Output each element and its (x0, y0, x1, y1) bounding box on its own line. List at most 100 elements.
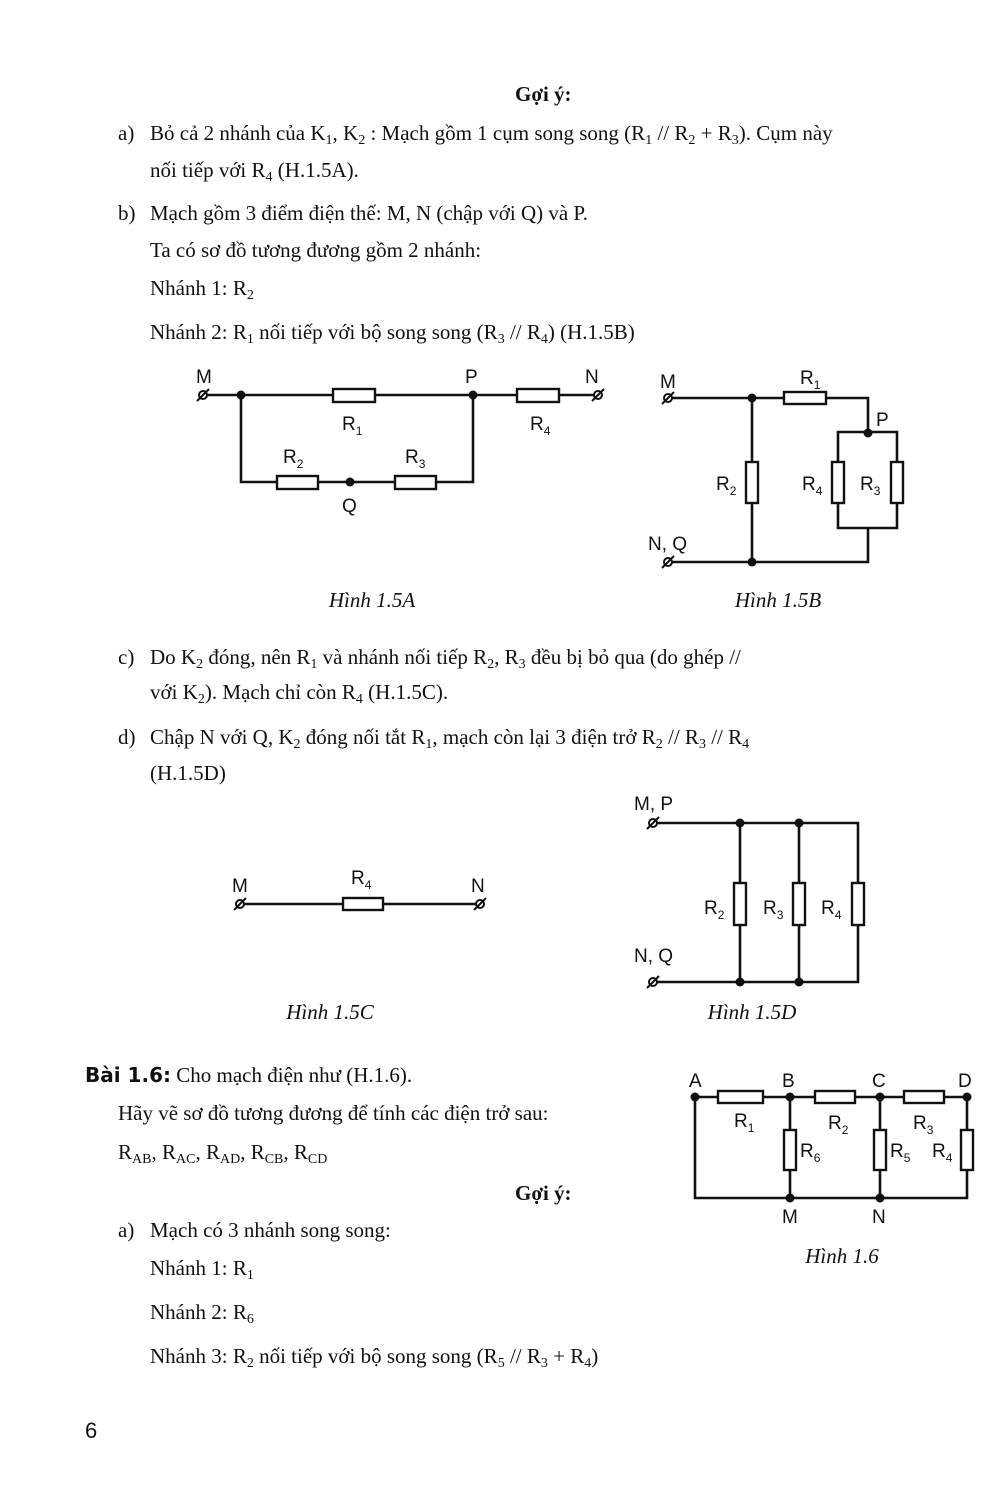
item-b-line2: Ta có sơ đồ tương đương gồm 2 nhánh: (150, 236, 481, 264)
subscript: 1 (425, 737, 433, 752)
item-d-label: d) (118, 725, 136, 749)
label-r4: R4 (932, 1141, 953, 1165)
resistor-r3 (791, 881, 807, 927)
text-run: // R (705, 725, 743, 749)
subscript: 2 (487, 657, 495, 672)
label-m: M (660, 372, 676, 393)
subscript: 2 (293, 737, 301, 752)
text-run: , mạch còn lại 3 điện trở R (432, 725, 656, 749)
label-r1: R1 (800, 368, 821, 392)
text-run: ) (591, 1344, 599, 1368)
text-run: Ta có sơ đồ tương đương gồm 2 nhánh: (150, 238, 482, 262)
exercise-hint-title: Gợi ý: (515, 1181, 572, 1205)
terminal-n-icon (473, 897, 487, 911)
label-r2: R2 (283, 447, 304, 471)
subscript: AB (132, 1152, 152, 1167)
subscript: AC (175, 1152, 196, 1167)
label-c: C (872, 1071, 886, 1092)
label-p: P (876, 410, 889, 431)
text-run: nối tiếp với bộ song song (R (253, 320, 498, 344)
resistor-r3 (889, 460, 905, 505)
text-run: đóng, nên R (203, 645, 311, 669)
terminal-m-icon (233, 897, 247, 911)
text-run: ). Mạch chỉ còn R (204, 680, 356, 704)
text-run: , R (195, 1140, 220, 1164)
label-r2: R2 (704, 898, 725, 922)
resistor-r3 (902, 1089, 946, 1105)
subscript: 1 (246, 1268, 254, 1283)
text-run: // R (504, 1344, 541, 1368)
subscript: 4 (584, 1356, 592, 1371)
subscript: 2 (246, 1356, 254, 1371)
text-run: (H.1.5D) (150, 761, 226, 785)
item-b-branch1: Nhánh 1: R2 (150, 274, 254, 303)
node-m-dot (785, 1193, 795, 1203)
subscript: CD (307, 1152, 328, 1167)
text-run: ). Cụm này (738, 121, 833, 145)
label-q: Q (342, 496, 357, 517)
node-c-dot (875, 1092, 885, 1102)
subscript: 3 (497, 332, 505, 347)
resistor-r4 (959, 1128, 975, 1172)
text-run: Chập N với Q, K (150, 725, 294, 749)
node-dot (747, 393, 757, 403)
subscript: 2 (196, 657, 204, 672)
node-dot (747, 557, 757, 567)
exercise-branch-2: Nhánh 2: R6 (150, 1298, 254, 1327)
label-r6: R6 (800, 1141, 821, 1165)
terminal-mp-icon (646, 816, 660, 830)
resistor-r1 (331, 387, 377, 404)
label-r4: R4 (530, 414, 551, 438)
text-run: đều bị bỏ qua (do ghép // (525, 645, 741, 669)
text-run: (H.1.5A). (272, 158, 359, 182)
figure-1-6: A B C D M N R1 R2 R3 R6 R5 R4 (689, 1071, 975, 1228)
text-run: + R (547, 1344, 585, 1368)
subscript: 1 (246, 332, 254, 347)
subscript: 4 (742, 737, 750, 752)
item-c-text-cont: với K2). Mạch chỉ còn R4 (H.1.5C). (150, 678, 448, 707)
label-r1: R1 (734, 1111, 755, 1135)
resistor-r3 (393, 474, 438, 491)
item-c-label: c) (118, 645, 135, 669)
node-a-dot (690, 1092, 700, 1102)
label-mp: M, P (634, 794, 673, 815)
label-n: N (471, 876, 485, 897)
text-run: : Mạch gồm 1 cụm song song (R (365, 121, 646, 145)
resistor-r2 (275, 474, 320, 491)
text-run: và nhánh nối tiếp R (317, 645, 488, 669)
node-q-dot (345, 477, 355, 487)
figure-1-5c: M N R4 (232, 868, 487, 912)
exercise-branch-1: Nhánh 1: R1 (150, 1254, 254, 1283)
text-run: Nhánh 2: R (150, 320, 247, 344)
item-a-text: Bỏ cả 2 nhánh của K1, K2 : Mạch gồm 1 cụ… (150, 119, 833, 148)
text-run: Cho mạch điện như (H.1.6). (176, 1063, 413, 1087)
label-d: D (958, 1071, 972, 1092)
text-run: Do K (150, 645, 197, 669)
item-b-text: Mạch gồm 3 điểm điện thế: M, N (chập với… (150, 199, 588, 227)
label-nq: N, Q (634, 946, 673, 967)
subscript: 6 (246, 1312, 254, 1327)
subscript: 4 (265, 170, 273, 185)
resistor-r2 (732, 881, 748, 927)
figure-1-5a: M P N R1 R4 R2 R3 Q (196, 367, 605, 517)
node-dot (236, 390, 246, 400)
item-a-label: a) (118, 121, 135, 145)
label-r3: R3 (763, 898, 784, 922)
subscript: 1 (325, 133, 333, 148)
subscript: 2 (197, 692, 205, 707)
text-run: , R (240, 1140, 265, 1164)
subscript: 2 (655, 737, 663, 752)
text-run: R (118, 1140, 133, 1164)
node-d-dot (962, 1092, 972, 1102)
node-dot (735, 977, 745, 987)
resistor-r1 (716, 1089, 765, 1105)
text-run: Nhánh 1: R (150, 276, 247, 300)
exercise-question: Hãy vẽ sơ đồ tương đương để tính các điệ… (118, 1099, 549, 1127)
label-n: N (872, 1207, 886, 1228)
exercise-a-label: a) (118, 1218, 135, 1242)
label-n: N (585, 367, 599, 388)
label-m: M (196, 367, 212, 388)
label-m: M (232, 876, 248, 897)
label-r5: R5 (890, 1141, 911, 1165)
